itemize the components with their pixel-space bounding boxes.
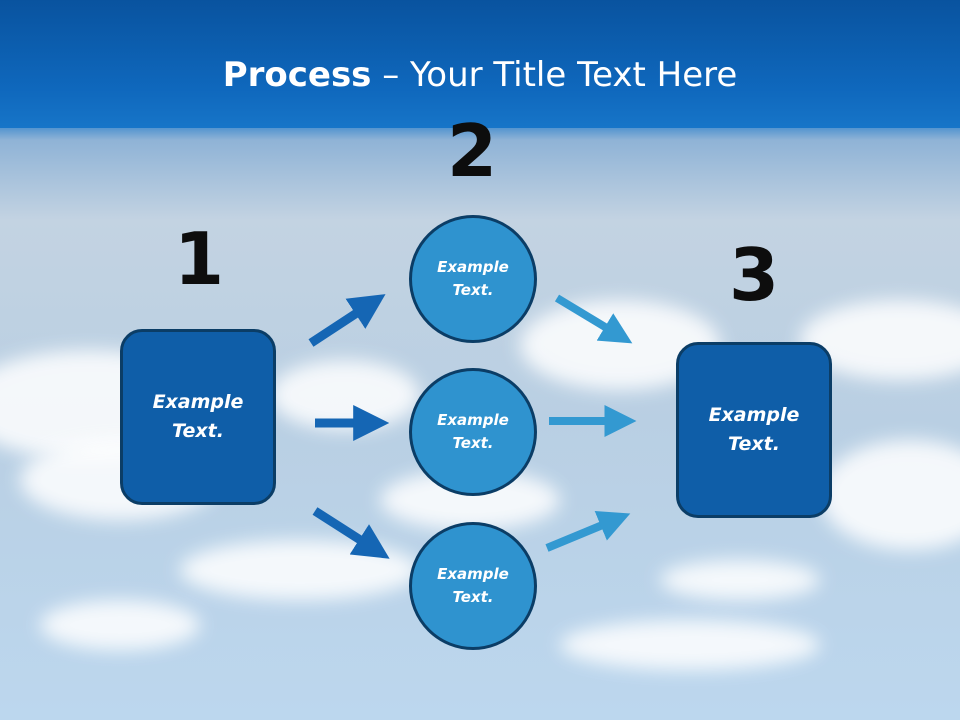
slide-title: Process – Your Title Text Here — [0, 55, 960, 95]
circle-top-line1: Example — [437, 258, 509, 276]
title-bar — [0, 0, 960, 128]
circle-top-line2: Text. — [452, 281, 494, 299]
right-process-box: Example Text. — [676, 342, 832, 518]
left-box-line1: Example — [152, 391, 244, 413]
circle-bottom-line2: Text. — [452, 588, 494, 606]
right-box-line1: Example — [708, 404, 800, 426]
process-circle-bottom: Example Text. — [409, 522, 537, 650]
step-number-1: 1 — [173, 217, 225, 301]
circle-bottom-line1: Example — [437, 565, 509, 583]
arrow-bottom-to-right — [545, 510, 631, 552]
step-number-3: 3 — [728, 233, 780, 317]
process-circle-middle: Example Text. — [409, 368, 537, 496]
right-box-line2: Text. — [728, 433, 780, 455]
circle-middle-line1: Example — [437, 411, 509, 429]
left-box-line2: Text. — [172, 420, 224, 442]
circle-middle-line2: Text. — [452, 434, 494, 452]
step-number-2: 2 — [446, 109, 498, 193]
process-circle-top: Example Text. — [409, 215, 537, 343]
arrow-left-to-bottom — [312, 507, 390, 559]
arrow-left-to-top — [308, 294, 386, 347]
arrow-top-to-right — [554, 294, 633, 344]
title-bold: Process — [222, 55, 372, 95]
title-rest: – Your Title Text Here — [371, 55, 738, 95]
left-process-box: Example Text. — [120, 329, 276, 505]
